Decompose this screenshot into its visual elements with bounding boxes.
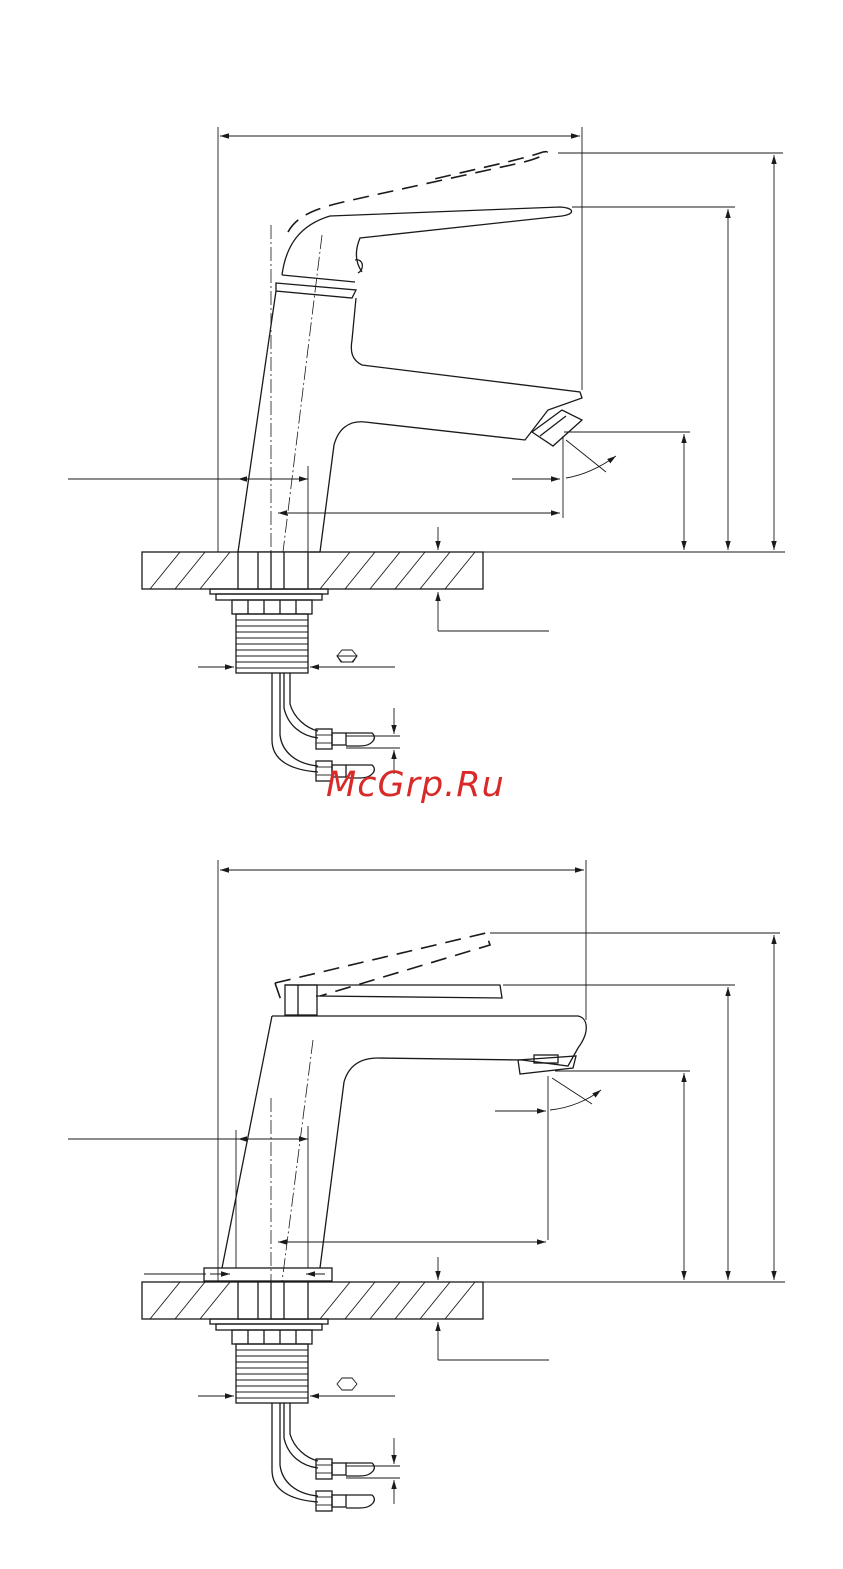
- dimension-heights-top: [483, 153, 785, 552]
- spray-angle-top: [512, 436, 616, 518]
- spray-angle-bottom: [495, 1076, 601, 1240]
- aerator-top: [532, 410, 582, 446]
- watermark-text: McGrp.Ru: [326, 762, 536, 808]
- dimension-nut-bottom: [198, 1378, 395, 1396]
- lever-handle-bottom: [285, 985, 502, 1015]
- dimension-nut-top: [198, 650, 395, 667]
- lever-raised-position-top: [288, 152, 547, 232]
- dimension-overall-width-top: [218, 127, 582, 552]
- dimension-overall-width-bottom: [218, 860, 586, 1282]
- supply-hoses-bottom: [272, 1403, 400, 1511]
- dimension-countertop-thickness-bottom: [438, 1257, 549, 1360]
- faucet-view-top: [68, 127, 785, 781]
- lever-raised-position-bottom: [275, 933, 490, 1006]
- hex-wrench-icon: [337, 1378, 357, 1390]
- dimension-shank-top: [68, 466, 308, 552]
- countertop-bottom: [142, 1282, 483, 1319]
- mounting-nut-top: [210, 589, 328, 673]
- mounting-nut-bottom: [210, 1319, 328, 1403]
- dimension-heights-bottom: [483, 933, 785, 1282]
- faucet-body-bottom: [222, 1016, 586, 1268]
- countertop-top: [142, 552, 483, 589]
- base-flange-bottom: [144, 1268, 332, 1281]
- dimension-countertop-thickness-top: [438, 527, 549, 631]
- dimension-shank-bottom: [68, 1126, 308, 1268]
- faucet-view-bottom: [68, 860, 785, 1511]
- lever-handle-top: [282, 207, 572, 275]
